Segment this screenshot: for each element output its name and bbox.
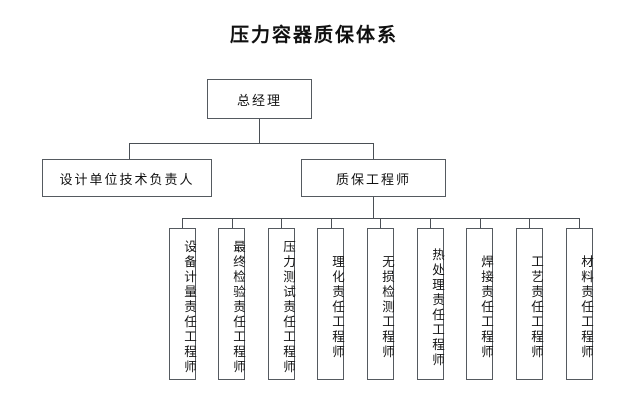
- node-heat-treatment-engineer[interactable]: 热处理责任工程师: [417, 228, 445, 380]
- connector-qa-down: [373, 197, 374, 218]
- connector-level1-bus: [129, 143, 374, 144]
- connector-drop-9: [579, 218, 580, 228]
- node-physical-chemical-engineer[interactable]: 理化责任工程师: [317, 228, 345, 380]
- connector-drop-4: [331, 218, 332, 228]
- node-process-engineer-label: 工艺责任工程师: [529, 255, 544, 360]
- node-welding-engineer-label: 焊接责任工程师: [479, 255, 494, 360]
- node-final-inspection-engineer-label: 最终检验责任工程师: [231, 240, 246, 375]
- node-material-engineer-label: 材料责任工程师: [579, 255, 594, 360]
- connector-drop-5: [380, 218, 381, 228]
- node-material-engineer[interactable]: 材料责任工程师: [566, 228, 594, 380]
- connector-bus-to-qa: [373, 143, 374, 159]
- node-pressure-test-engineer-label: 压力测试责任工程师: [281, 240, 296, 375]
- connector-drop-2: [232, 218, 233, 228]
- connector-bus-to-design: [129, 143, 130, 159]
- node-pressure-test-engineer[interactable]: 压力测试责任工程师: [268, 228, 296, 380]
- connector-drop-7: [480, 218, 481, 228]
- node-equipment-metrology-engineer-label: 设备计量责任工程师: [182, 240, 197, 375]
- node-ndt-engineer-label: 无损检测工程师: [380, 255, 395, 360]
- node-general-manager-label: 总经理: [236, 93, 282, 109]
- connector-drop-1: [182, 218, 183, 228]
- connector-drop-8: [529, 218, 530, 228]
- node-ndt-engineer[interactable]: 无损检测工程师: [367, 228, 395, 380]
- connector-drop-6: [430, 218, 431, 228]
- node-qa-engineer-label: 质保工程师: [335, 172, 411, 188]
- node-welding-engineer[interactable]: 焊接责任工程师: [466, 228, 494, 380]
- node-qa-engineer[interactable]: 质保工程师: [301, 159, 446, 197]
- connector-gm-down: [259, 119, 260, 143]
- node-final-inspection-engineer[interactable]: 最终检验责任工程师: [218, 228, 246, 380]
- node-heat-treatment-engineer-label: 热处理责任工程师: [430, 247, 445, 368]
- node-physical-chemical-engineer-label: 理化责任工程师: [330, 255, 345, 360]
- node-process-engineer[interactable]: 工艺责任工程师: [516, 228, 544, 380]
- node-equipment-metrology-engineer[interactable]: 设备计量责任工程师: [169, 228, 197, 380]
- node-design-technical-director-label: 设计单位技术负责人: [59, 172, 195, 188]
- page-title: 压力容器质保体系: [229, 24, 398, 46]
- node-design-technical-director[interactable]: 设计单位技术负责人: [42, 159, 212, 197]
- node-general-manager[interactable]: 总经理: [207, 79, 312, 119]
- connector-drop-3: [281, 218, 282, 228]
